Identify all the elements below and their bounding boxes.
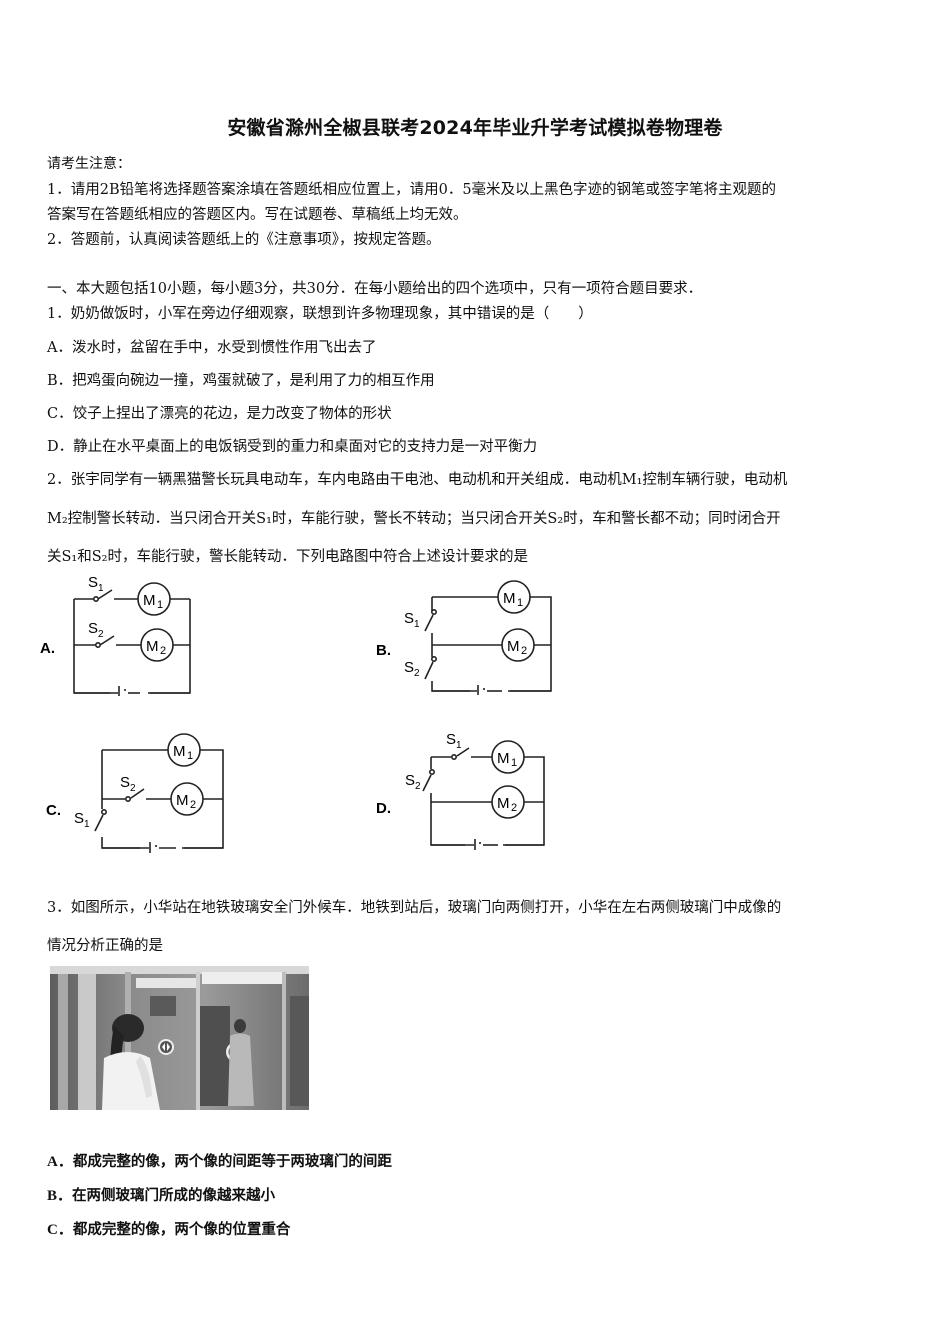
- circuit-a-label: A.: [40, 640, 55, 657]
- option-a-label: A．: [47, 1154, 73, 1170]
- circuit-b-label: B.: [376, 642, 391, 659]
- notice-heading: 请考生注意：: [47, 156, 131, 172]
- svg-text:S: S: [120, 774, 130, 791]
- question-3-option-c: C．都成完整的像，两个像的位置重合: [47, 1218, 290, 1239]
- question-2-stem-line-3: 关S₁和S₂时，车能行驶，警长能转动．下列电路图中符合上述设计要求的是: [47, 549, 528, 565]
- svg-text:1: 1: [98, 583, 104, 594]
- option-a-text: 都成完整的像，两个像的间距等于两玻璃门的间距: [72, 1153, 392, 1170]
- svg-text:2: 2: [130, 783, 136, 794]
- svg-text:1: 1: [511, 757, 517, 769]
- circuit-d-label: D.: [376, 800, 391, 817]
- option-c-label: C．: [47, 1222, 73, 1238]
- svg-text:S: S: [446, 731, 456, 748]
- question-1-option-a: A．泼水时，盆留在手中，水受到惯性作用飞出去了: [47, 340, 377, 356]
- question-3-stem-line-2: 情况分析正确的是: [47, 938, 163, 954]
- svg-text:M: M: [503, 590, 516, 607]
- svg-text:1: 1: [157, 599, 163, 611]
- question-3-stem-line-1: 3．如图所示，小华站在地铁玻璃安全门外候车．地铁到站后，玻璃门向两侧打开，小华在…: [47, 900, 782, 916]
- svg-text:S: S: [88, 620, 98, 637]
- svg-text:1: 1: [517, 597, 523, 609]
- svg-text:2: 2: [414, 668, 420, 679]
- question-1-option-b: B．把鸡蛋向碗边一撞，鸡蛋就破了，是利用了力的相互作用: [47, 373, 435, 389]
- svg-text:2: 2: [190, 799, 196, 811]
- svg-text:S: S: [404, 610, 414, 627]
- question-3-option-b: B．在两侧玻璃门所成的像越来越小: [47, 1184, 275, 1205]
- notice-item-2: 2．答题前，认真阅读答题纸上的《注意事项》，按规定答题。: [47, 232, 441, 248]
- option-c-text: 都成完整的像，两个像的位置重合: [72, 1221, 291, 1238]
- svg-text:M: M: [176, 792, 189, 809]
- option-b-label: B．: [47, 1188, 73, 1204]
- svg-text:M: M: [173, 743, 186, 760]
- svg-text:M: M: [497, 750, 510, 767]
- svg-text:S: S: [74, 810, 84, 827]
- photo-illustration: [50, 966, 309, 1110]
- svg-text:1: 1: [84, 819, 90, 830]
- svg-text:M: M: [143, 592, 156, 609]
- svg-text:1: 1: [456, 740, 462, 751]
- notice-item-1: 1．请用2B铅笔将选择题答案涂填在答题纸相应位置上，请用0．5毫米及以上黑色字迹…: [47, 182, 777, 198]
- svg-text:2: 2: [98, 629, 104, 640]
- svg-text:M: M: [146, 638, 159, 655]
- page-title: 安徽省滁州全椒县联考2024年毕业升学考试模拟卷物理卷: [227, 117, 723, 139]
- question-3-option-a: A．都成完整的像，两个像的间距等于两玻璃门的间距: [47, 1150, 392, 1171]
- question-2-stem-line-2: M₂控制警长转动．当只闭合开关S₁时，车能行驶，警长不转动；当只闭合开关S₂时，…: [47, 511, 781, 527]
- svg-text:1: 1: [414, 619, 420, 630]
- svg-text:2: 2: [521, 645, 527, 657]
- subway-glass-door-photo: [50, 966, 309, 1110]
- section-heading: 一、本大题包括10小题，每小题3分，共30分．在每小题给出的四个选项中，只有一项…: [47, 281, 703, 297]
- svg-text:S: S: [404, 659, 414, 676]
- question-2-stem-line-1: 2．张宇同学有一辆黑猫警长玩具电动车，车内电路由干电池、电动机和开关组成．电动机…: [47, 472, 788, 488]
- svg-text:1: 1: [187, 750, 193, 762]
- svg-text:2: 2: [415, 781, 421, 792]
- question-1-stem: 1．奶奶做饭时，小军在旁边仔细观察，联想到许多物理现象，其中错误的是（ ）: [47, 306, 593, 322]
- svg-text:S: S: [405, 772, 415, 789]
- svg-text:2: 2: [511, 802, 517, 814]
- svg-text:M: M: [497, 795, 510, 812]
- question-1-option-c: C．饺子上捏出了漂亮的花边，是力改变了物体的形状: [47, 406, 392, 422]
- circuit-c-label: C.: [46, 802, 61, 819]
- svg-text:2: 2: [160, 645, 166, 657]
- svg-text:S: S: [88, 574, 98, 591]
- svg-text:M: M: [507, 638, 520, 655]
- option-b-text: 在两侧玻璃门所成的像越来越小: [72, 1187, 276, 1204]
- notice-item-1-cont: 答案写在答题纸相应的答题区内。写在试题卷、草稿纸上均无效。: [47, 207, 468, 223]
- question-1-option-d: D．静止在水平桌面上的电饭锅受到的重力和桌面对它的支持力是一对平衡力: [47, 439, 538, 455]
